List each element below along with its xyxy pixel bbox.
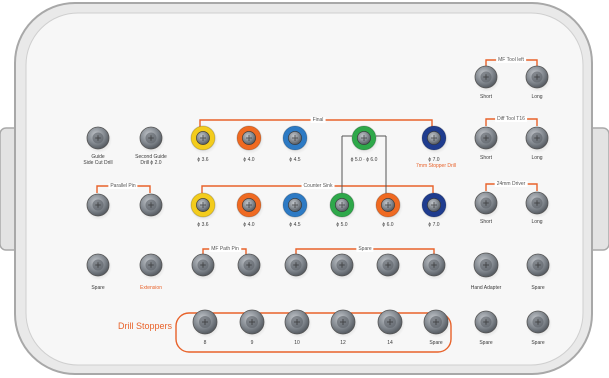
label-t2-long: Long [531,155,543,161]
group-counter-sink-title: Counter Sink [301,183,335,189]
label-cs-5: ϕ 6.0 [382,222,394,228]
socket-parallel-pin-1 [86,193,112,220]
label-t3-long: Long [531,219,543,225]
label-stopper-4: 12 [340,340,346,346]
socket-guide-drill [86,126,112,153]
socket-stopper-3 [284,309,312,338]
group-drill-stoppers-title: Drill Stoppers [118,321,173,331]
socket-counter-sink-4 [329,192,357,221]
socket-final-1 [190,125,218,154]
label-t1-long: Long [531,94,543,100]
label-stopper-6: Spare [429,340,443,346]
label-r5-spare-2: Spare [531,340,545,346]
socket-second-guide [139,126,165,153]
label-extension: Extension [140,285,162,291]
socket-stopper-4 [330,309,358,338]
socket-row4-spare-2 [526,310,552,337]
label-final-1: ϕ 3.6 [197,157,209,163]
label-second-guide: Second Guide [135,154,167,160]
label-cs-6: ϕ 7.0 [428,222,440,228]
label-final-2: ϕ 4.0 [243,157,255,163]
socket-counter-sink-6 [421,192,449,221]
label-stopper-3: 10 [294,340,300,346]
socket-right-5 [474,191,500,218]
label-final-note: 7mm Stopper Drill [415,163,457,169]
socket-counter-sink-2 [236,192,264,221]
label-final-5: ϕ 7.0 [428,157,440,163]
socket-right-3 [474,126,500,153]
label-hand-adapter: Hand Adapter [470,285,502,291]
label-stopper-1: 8 [203,340,207,346]
label-cs-4: ϕ 5.0 [336,222,348,228]
socket-row3-spare [526,253,552,280]
socket-final-5 [421,125,449,154]
tray-base [25,12,584,366]
label-guide-drill: Guide [91,154,105,160]
socket-counter-sink-5 [375,192,403,221]
label-final-3: ϕ 4.5 [289,157,301,163]
socket-extension [139,253,165,280]
label-guide-drill-2: Side Cut Drill [83,160,113,166]
label-stopper-2: 9 [250,340,254,346]
group-final-title: Final [310,117,326,123]
group-mf-tool-title: MF Tool left [496,57,526,63]
label-cs-2: ϕ 4.0 [243,222,255,228]
label-t1-short: Short [480,94,492,100]
label-cs-3: ϕ 4.5 [289,222,301,228]
group-mf-path-pin-title: MF Path Pin [209,246,241,252]
label-final-4: ϕ 5.0 · ϕ 6.0 [350,157,378,163]
label-cs-1: ϕ 3.6 [197,222,209,228]
group-diff-tool-title: Diff Tool T16 [495,116,527,122]
socket-final-3 [282,125,310,154]
socket-final-2 [236,125,264,154]
socket-row4-spare-1 [474,310,500,337]
socket-row3-3 [284,253,310,280]
socket-row3-4 [330,253,356,280]
socket-row3-2 [237,253,263,280]
socket-final-4 [351,125,379,154]
socket-stopper-2 [239,309,267,338]
socket-right-4 [525,126,551,153]
label-t3-short: Short [480,219,492,225]
socket-stopper-5 [377,309,405,338]
socket-row3-1 [191,253,217,280]
label-spare-1: Spare [91,285,105,291]
socket-counter-sink-1 [190,192,218,221]
group-parallel-pin-title: Parallel Pin [108,183,138,189]
socket-spare-1 [86,253,112,280]
label-second-guide-2: Drill ϕ 2.0 [140,160,162,166]
label-r4-spare: Spare [531,285,545,291]
label-stopper-5: 14 [387,340,393,346]
socket-hand-adapter [473,252,501,281]
socket-stopper-6 [423,309,451,338]
socket-row3-6 [422,253,448,280]
socket-right-2 [525,65,551,92]
connector-lines [341,135,387,196]
label-r5-spare-1: Spare [479,340,493,346]
socket-stopper-1 [192,309,220,338]
label-t2-short: Short [480,155,492,161]
socket-counter-sink-3 [282,192,310,221]
group-spare-title: Spare [356,246,374,252]
socket-parallel-pin-2 [139,193,165,220]
socket-right-1 [474,65,500,92]
socket-right-6 [525,191,551,218]
socket-row3-5 [376,253,402,280]
group-driver-title: 24mm Driver [494,181,528,187]
